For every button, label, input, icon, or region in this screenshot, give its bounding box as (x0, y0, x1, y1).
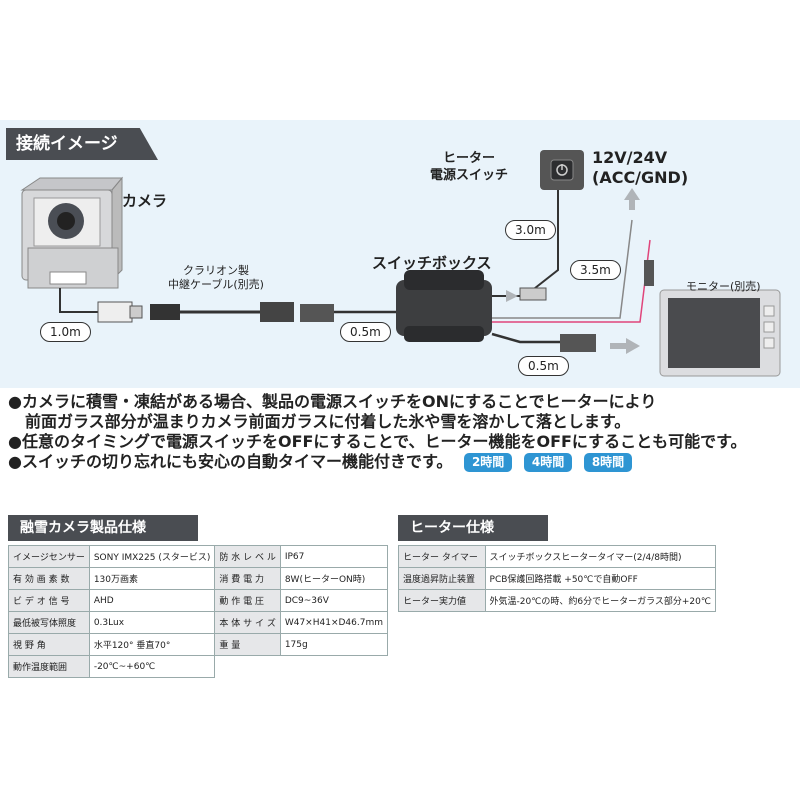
power-arrow-icon (624, 188, 640, 200)
monitor-icon (659, 289, 781, 377)
relay-plug-a (150, 304, 180, 320)
relay-plug-b (260, 302, 294, 322)
table-row: 動作温度範囲-20℃~+60℃ (8, 655, 388, 678)
box-in-plug (300, 304, 334, 322)
length-box-out: 0.5m (518, 356, 569, 376)
relay-cable-label: クラリオン製 中継ケーブル(別売) (168, 264, 264, 291)
feature-line: 前面ガラス部分が温まりカメラ前面ガラスに付着した氷や雪を溶かして落とします。 (25, 412, 631, 431)
switch-box-icon (396, 270, 492, 342)
feature-line: ●スイッチの切り忘れにも安心の自動タイマー機能付きです。 2時間 4時間 8時間 (8, 452, 798, 472)
feature-line: ●カメラに積雪・凍結がある場合、製品の電源スイッチをONにすることでヒーターによ… (8, 392, 657, 411)
diagram-title: 接続イメージ (6, 128, 158, 160)
heater-spec-table: ヒーター タイマースイッチボックスヒータータイマー(2/4/8時間) 温度過昇防… (398, 545, 717, 612)
power-label: 12V/24V (ACC/GND) (592, 148, 689, 187)
box-out-plug (560, 334, 596, 352)
switchbox-label: スイッチボックス (372, 254, 492, 272)
heater-switch-label: ヒーター 電源スイッチ (430, 151, 509, 183)
length-box-in: 0.5m (340, 322, 391, 342)
timer-badge-4h: 4時間 (523, 453, 573, 472)
switch-arrow-icon (506, 290, 518, 302)
switch-connector (519, 287, 547, 301)
camera-icon (20, 176, 124, 289)
length-power-cable: 3.5m (570, 260, 621, 280)
camera-label: カメラ (122, 192, 168, 210)
heater-spec-title: ヒーター仕様 (398, 515, 548, 541)
table-row: ヒーター タイマースイッチボックスヒータータイマー(2/4/8時間) (398, 545, 717, 568)
monitor-arrow-icon (626, 338, 640, 354)
timer-badge-2h: 2時間 (463, 453, 513, 472)
connection-diagram: 接続イメージ (0, 120, 800, 388)
feature-line: ●任意のタイミングで電源スイッチをOFFにすることで、ヒーター機能をOFFにする… (8, 432, 747, 451)
feature-list: ●カメラに積雪・凍結がある場合、製品の電源スイッチをONにすることでヒーターによ… (8, 392, 798, 472)
wiring-graphic (20, 150, 781, 377)
camera-spec-title: 融雪カメラ製品仕様 (8, 515, 198, 541)
table-row: ヒーター実力値外気温-20℃の時、約6分でヒーターガラス部分+20℃ (398, 589, 717, 612)
length-switch-cable: 3.0m (505, 220, 556, 240)
monitor-label: モニター(別売) (686, 280, 761, 293)
length-camera-cable: 1.0m (40, 322, 91, 342)
timer-badge-8h: 8時間 (583, 453, 633, 472)
heater-switch-icon (540, 150, 584, 190)
fuse-holder (644, 260, 654, 286)
connector-a (97, 301, 133, 323)
